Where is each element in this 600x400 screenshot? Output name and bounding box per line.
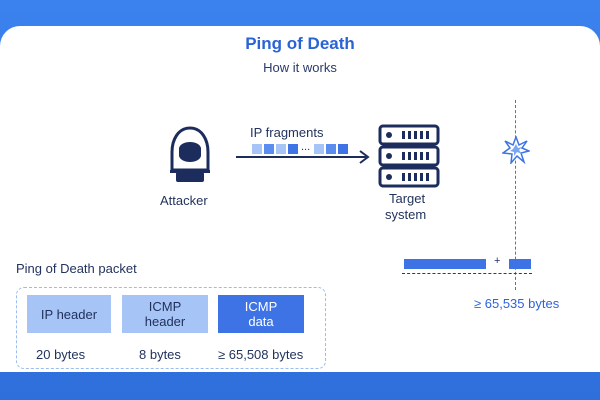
size-icmp-header: 8 bytes bbox=[139, 347, 181, 362]
total-size-label: ≥ 65,535 bytes bbox=[474, 296, 560, 311]
target-label-line2: system bbox=[385, 207, 427, 222]
plus-sign: + bbox=[494, 255, 501, 267]
limit-marker-line bbox=[515, 100, 516, 290]
segment-ip-header: IP header bbox=[27, 295, 111, 333]
explosion-burst-icon bbox=[502, 136, 530, 164]
fragments-label: IP fragments bbox=[250, 125, 324, 140]
attacker-label: Attacker bbox=[160, 193, 208, 208]
size-ip-header: 20 bytes bbox=[36, 347, 86, 362]
segment-icmp-header: ICMP header bbox=[122, 295, 208, 333]
fragment-ellipsis: ... bbox=[301, 141, 311, 153]
segment-icmp-header-line2: header bbox=[144, 314, 186, 329]
segment-icmp-data-line1: ICMP bbox=[244, 299, 278, 314]
packet-outline bbox=[16, 287, 326, 369]
segment-icmp-data-label: ICMP data bbox=[245, 299, 278, 329]
segment-icmp-header-label: ICMP header bbox=[145, 299, 185, 329]
packet-bar-main bbox=[404, 259, 486, 269]
packet-bar-extra bbox=[509, 259, 531, 269]
segment-ip-header-label: IP header bbox=[40, 306, 98, 322]
target-label-line1: Target bbox=[389, 191, 426, 206]
page-subtitle: How it works bbox=[263, 60, 337, 75]
fragments-arrow bbox=[236, 144, 370, 164]
size-icmp-data: ≥ 65,508 bytes bbox=[218, 347, 304, 362]
segment-icmp-header-line1: ICMP bbox=[148, 299, 182, 314]
hooded-attacker-icon bbox=[170, 126, 210, 182]
segment-icmp-data-line2: data bbox=[248, 314, 274, 329]
segment-icmp-data: ICMP data bbox=[218, 295, 304, 333]
packet-title: Ping of Death packet bbox=[16, 261, 137, 276]
page-title: Ping of Death bbox=[245, 34, 355, 53]
server-rack-icon bbox=[378, 124, 440, 188]
size-baseline bbox=[402, 273, 532, 274]
